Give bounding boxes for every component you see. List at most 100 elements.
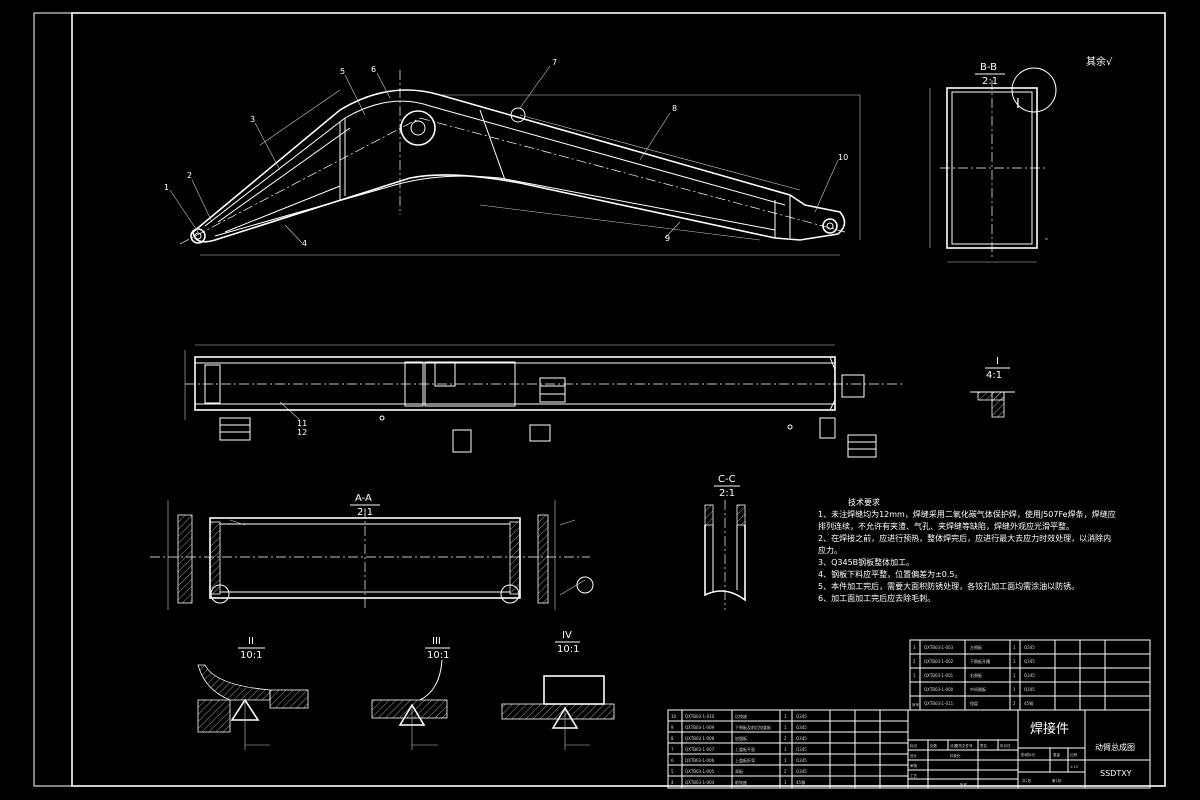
part-row-code: QXTB03-1-004 xyxy=(685,780,715,785)
section-aa-view: A-A 2:1 xyxy=(150,493,594,610)
sign-label: 处数 xyxy=(930,743,938,748)
part-row-qty: 1 xyxy=(784,758,787,763)
section-bb-scale: 2:1 xyxy=(982,76,998,87)
detail-iv-scale: 10:1 xyxy=(557,644,579,655)
part-row-name: 后铰座 xyxy=(735,713,747,719)
part-row-mat: 45钢 xyxy=(1024,700,1033,706)
part-row-no: 10 xyxy=(671,714,677,719)
svg-text:≡: ≡ xyxy=(1045,237,1048,241)
part-row-qty: 1 xyxy=(1013,645,1016,650)
tech-note-line: 3、Q345B钢板整体加工。 xyxy=(818,557,914,567)
tech-note-line: 5、本件加工完后，需要大面积防锈处理，各铰孔加工面均需涂油以防锈。 xyxy=(818,581,1079,591)
section-cc-view: C-C 2:1 xyxy=(704,474,746,610)
part-row-qty: 1 xyxy=(784,747,787,752)
part-row-code: QXTB03-1-011 xyxy=(924,701,954,706)
sign-label: 年月日 xyxy=(1000,743,1011,748)
part-row-code: QXTB03-1-009 xyxy=(685,725,715,730)
part-row-code: QXTB03-1-007 xyxy=(685,747,715,752)
part-row-name: 右侧板 xyxy=(970,672,982,678)
part-row-code: QXTB03-1-002 xyxy=(924,659,954,664)
balloon-7: 7 xyxy=(552,58,557,67)
balloon-11: 11 xyxy=(297,419,307,428)
part-row-no: 1 xyxy=(913,673,916,678)
stage-label: 比例 xyxy=(1070,752,1078,757)
stage-label: 阶段标记 xyxy=(1021,752,1036,757)
part-row-name: 下侧板开槽 xyxy=(970,658,990,664)
detail-i-callout: I xyxy=(1016,97,1020,112)
balloon-10: 10 xyxy=(838,153,848,162)
inner-frame xyxy=(71,12,1166,787)
detail-i-title: I xyxy=(996,356,999,367)
part-row-name: 上盖板折弯 xyxy=(735,757,755,763)
detail-i-view: I 4:1 xyxy=(970,356,1015,418)
tech-note-line: 6、加工面加工完后应去除毛刺。 xyxy=(818,593,935,603)
balloon-5: 5 xyxy=(340,67,345,76)
part-row-code: QXTB03-1-000 xyxy=(924,687,954,692)
part-row-qty: 2 xyxy=(1013,701,1016,706)
balloon-8: 8 xyxy=(672,104,677,113)
role-label: 设计 xyxy=(910,753,918,758)
part-row-name: 加强板 xyxy=(735,735,747,741)
part-row-mat: Q345 xyxy=(796,769,807,774)
part-row-name: 前铰座 xyxy=(735,779,747,785)
part-row-qty: 2 xyxy=(784,736,787,741)
part-row-mat: Q345 xyxy=(1024,673,1035,678)
part-row-qty: 1 xyxy=(1013,687,1016,692)
role-label: 标准化 xyxy=(950,753,961,758)
detail-iii-view: III 10:1 xyxy=(371,636,450,750)
part-row-mat: Q345 xyxy=(1024,659,1035,664)
detail-ii-title: II xyxy=(248,636,254,647)
part-row-code: QXTB03-1-001 xyxy=(924,673,954,678)
detail-iii-title: III xyxy=(432,636,441,647)
sheet-number: 第1张 xyxy=(1052,778,1062,783)
role-label: 批准 xyxy=(960,782,968,787)
tech-note-line: 1、未注焊缝均为12mm，焊缝采用二氧化碳气体保护焊，使用J507Fe焊条，焊缝… xyxy=(818,509,1116,519)
balloon-3: 3 xyxy=(250,115,255,124)
boom-elevation-view xyxy=(179,70,861,256)
balloon-2: 2 xyxy=(187,171,192,180)
part-row-mat: Q345 xyxy=(796,725,807,730)
part-row-mat: Q345 xyxy=(796,747,807,752)
parts-header: 序号 xyxy=(912,702,920,707)
part-row-no: 7 xyxy=(671,747,674,752)
part-row-qty: 1 xyxy=(784,714,787,719)
part-row-no: 4 xyxy=(671,780,674,785)
part-row-no: 3 xyxy=(913,645,916,650)
balloon-1: 1 xyxy=(164,183,169,192)
part-row-no: 8 xyxy=(671,736,674,741)
sign-label: 分区 xyxy=(950,743,958,748)
part-row-code: QXTB03-1-006 xyxy=(685,758,715,763)
tech-note-line: 4、钢板下料应平整，位置偏差为±0.5。 xyxy=(818,569,963,579)
tech-note-line: 2、在焊接之前，应进行预热，整体焊完后，应进行最大去应力时效处理，以消除内 xyxy=(818,533,1111,543)
part-row-mat: Q345 xyxy=(1024,687,1035,692)
part-row-qty: 1 xyxy=(1013,673,1016,678)
scale-value: 1:10 xyxy=(1070,765,1078,769)
section-bb-view: B-B 2:1 I ≡ xyxy=(929,62,1057,263)
section-aa-title: A-A xyxy=(355,493,372,504)
part-row-name: 上盖板平面 xyxy=(735,746,755,752)
tech-note-line: 应力。 xyxy=(818,545,842,555)
detail-iii-scale: 10:1 xyxy=(427,650,449,661)
detail-ii-scale: 10:1 xyxy=(240,650,262,661)
part-row-name: 下侧板及前后铰盖板 xyxy=(735,724,771,730)
sheet-count: 共1张 xyxy=(1022,778,1032,783)
part-row-qty: 1 xyxy=(784,725,787,730)
part-row-name: 铰盘 xyxy=(970,700,978,706)
part-row-qty: 1 xyxy=(1013,659,1016,664)
section-bb-title: B-B xyxy=(980,62,997,73)
tech-note-line: 排列连续，不允许有夹渣、气孔、夹焊缝等缺陷，焊缝外观应光滑平整。 xyxy=(818,521,1074,531)
part-row-name: 耳板 xyxy=(735,768,743,774)
sign-label: 更改文件号 xyxy=(955,743,973,748)
part-row-mat: Q345 xyxy=(796,736,807,741)
part-row-mat: Q345 xyxy=(796,758,807,763)
part-row-qty: 2 xyxy=(784,769,787,774)
part-row-code: QXTB03-1-003 xyxy=(924,645,954,650)
part-row-mat: Q345 xyxy=(796,714,807,719)
part-row-code: QXTB03-1-005 xyxy=(685,769,715,774)
section-cc-title: C-C xyxy=(718,474,736,485)
sign-label: 签名 xyxy=(980,743,987,748)
technical-notes: 技术要求 1、未注焊缝均为12mm，焊缝采用二氧化碳气体保护焊，使用J507Fe… xyxy=(818,497,1116,603)
stage-label: 重量 xyxy=(1053,752,1061,757)
part-row-mat: Q345 xyxy=(1024,645,1035,650)
